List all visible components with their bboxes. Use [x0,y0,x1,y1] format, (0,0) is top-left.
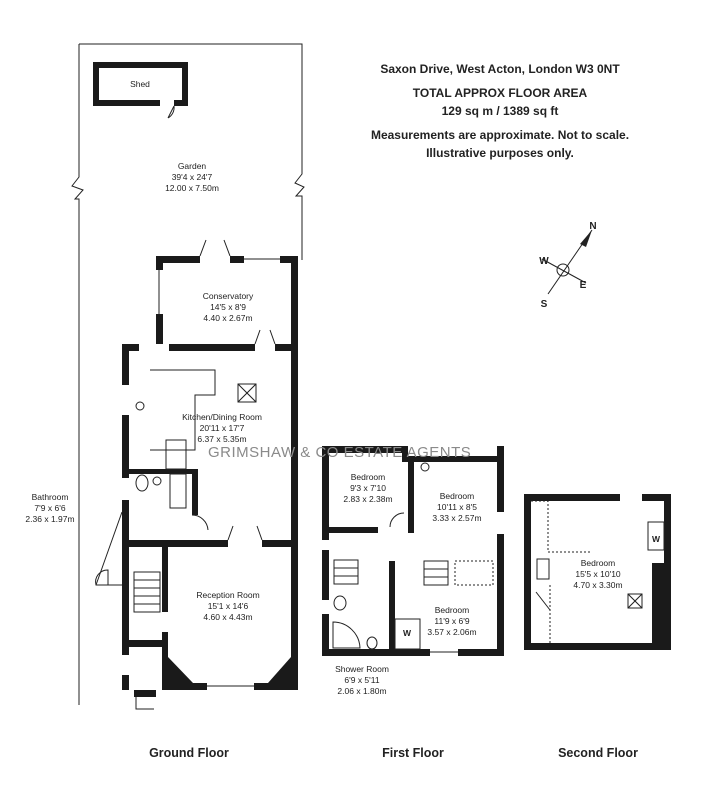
svg-text:Kitchen/Dining Room: Kitchen/Dining Room [182,412,262,422]
disclaimer-line-2: Illustrative purposes only. [426,146,574,160]
first-floor-bedroom-1-label: Bedroom 9'3 x 7'10 2.83 x 2.38m [343,472,392,504]
garden-label: Garden 39'4 x 24'7 12.00 x 7.50m [165,161,219,193]
garden-boundary [71,43,305,705]
svg-text:6'9 x 5'11: 6'9 x 5'11 [344,675,379,685]
wardrobe-label-second: W [652,534,661,544]
svg-text:Bedroom: Bedroom [581,558,616,568]
svg-text:6.37 x 5.35m: 6.37 x 5.35m [197,434,246,444]
ground-floor-plan [95,239,298,710]
first-floor-caption: First Floor [382,746,444,760]
shower-room-label: Shower Room 6'9 x 5'11 2.06 x 1.80m [335,664,389,696]
svg-text:14'5 x 8'9: 14'5 x 8'9 [210,302,246,312]
svg-text:3.33 x 2.57m: 3.33 x 2.57m [432,513,481,523]
svg-text:Shower Room: Shower Room [335,664,389,674]
svg-text:Bedroom: Bedroom [435,605,470,615]
second-floor-bedroom-label: Bedroom 15'5 x 10'10 4.70 x 3.30m [573,558,622,590]
compass-west-label: W [539,256,549,267]
first-floor-bedroom-3-label: Bedroom 11'9 x 6'9 3.57 x 2.06m [427,605,476,637]
first-floor-bedroom-2-label: Bedroom 10'11 x 8'5 3.33 x 2.57m [432,491,481,523]
svg-text:2.83 x 2.38m: 2.83 x 2.38m [343,494,392,504]
svg-text:Reception Room: Reception Room [196,590,259,600]
shed [93,62,188,119]
svg-text:4.70 x 3.30m: 4.70 x 3.30m [573,580,622,590]
area-title: TOTAL APPROX FLOOR AREA [412,86,588,100]
area-value: 129 sq m / 1389 sq ft [441,104,559,118]
svg-text:4.40 x 2.67m: 4.40 x 2.67m [203,313,252,323]
second-floor-caption: Second Floor [558,746,638,760]
shed-label: Shed [130,79,150,89]
svg-text:7'9 x 6'6: 7'9 x 6'6 [34,503,65,513]
svg-text:4.60 x 4.43m: 4.60 x 4.43m [203,612,252,622]
svg-text:2.06 x 1.80m: 2.06 x 1.80m [337,686,386,696]
agent-watermark: GRIMSHAW & CO ESTATE AGENTS [208,444,472,461]
svg-text:Conservatory: Conservatory [203,291,254,301]
svg-text:Garden: Garden [178,161,207,171]
disclaimer-line-1: Measurements are approximate. Not to sca… [370,128,630,142]
conservatory-label: Conservatory 14'5 x 8'9 4.40 x 2.67m [203,291,254,323]
kitchen-dining-label: Kitchen/Dining Room 20'11 x 17'7 6.37 x … [182,412,262,444]
bathroom-label: Bathroom 7'9 x 6'6 2.36 x 1.97m [25,492,74,524]
compass-south-label: S [541,299,548,310]
svg-text:9'3 x 7'10: 9'3 x 7'10 [350,483,386,493]
svg-text:20'11 x 17'7: 20'11 x 17'7 [200,423,245,433]
svg-text:2.36 x 1.97m: 2.36 x 1.97m [25,514,74,524]
svg-text:12.00 x 7.50m: 12.00 x 7.50m [165,183,219,193]
compass-north-label: N [589,221,596,232]
svg-text:Bathroom: Bathroom [32,492,69,502]
first-floor-plan [322,446,504,656]
svg-text:Bedroom: Bedroom [440,491,475,501]
address: Saxon Drive, West Acton, London W3 0NT [380,62,620,76]
compass-rose: N E S W [539,221,596,310]
wardrobe-label-first: W [403,628,412,638]
ground-floor-caption: Ground Floor [149,746,229,760]
compass-east-label: E [580,280,587,291]
second-floor-plan [524,494,671,650]
svg-text:Bedroom: Bedroom [351,472,386,482]
svg-text:10'11 x 8'5: 10'11 x 8'5 [437,502,477,512]
svg-text:11'9 x 6'9: 11'9 x 6'9 [434,616,469,626]
svg-text:39'4 x 24'7: 39'4 x 24'7 [172,172,213,182]
reception-room-label: Reception Room 15'1 x 14'6 4.60 x 4.43m [196,590,259,622]
svg-text:15'5 x 10'10: 15'5 x 10'10 [575,569,621,579]
info-block: Saxon Drive, West Acton, London W3 0NT T… [330,60,670,162]
svg-text:3.57 x 2.06m: 3.57 x 2.06m [427,627,476,637]
svg-text:15'1 x 14'6: 15'1 x 14'6 [208,601,249,611]
